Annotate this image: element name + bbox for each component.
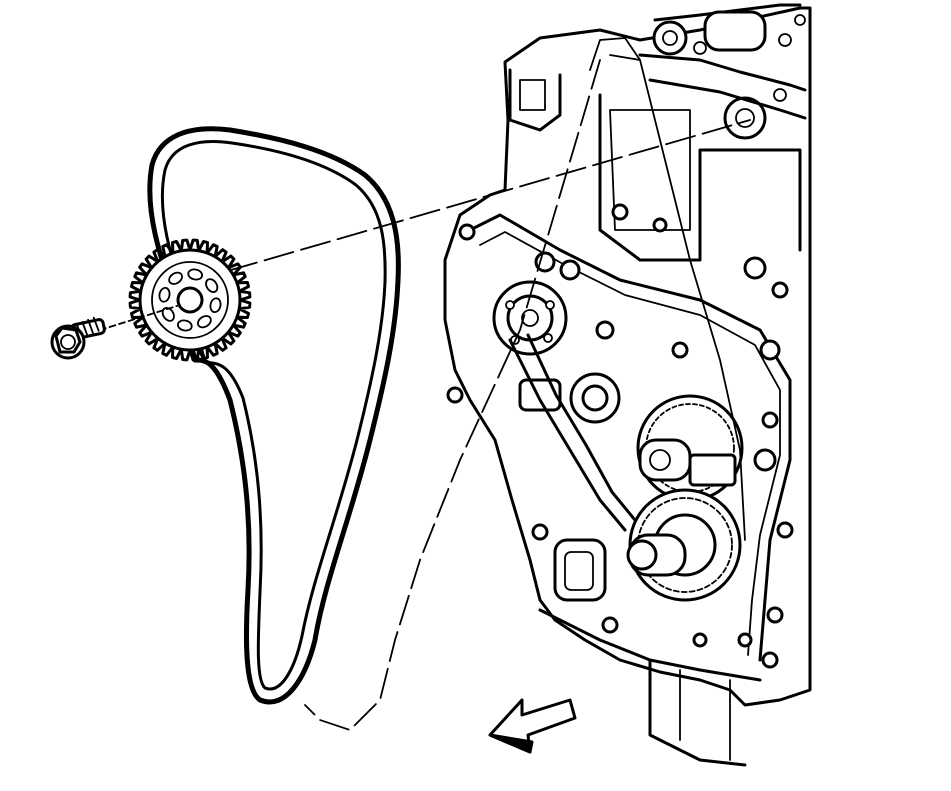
sprocket-hole (197, 315, 212, 329)
direction-arrow-icon (488, 698, 577, 754)
sprocket-hole (158, 286, 171, 303)
camshaft-sprocket (128, 238, 252, 362)
sprocket-holes (158, 268, 222, 332)
sprocket-hole (168, 271, 183, 285)
engine-block (443, 3, 812, 767)
timing-chain (147, 126, 401, 705)
sprocket-hole (205, 278, 219, 293)
sprocket-hole (209, 297, 222, 314)
sprocket-hole (176, 319, 193, 332)
sprocket-hole (187, 268, 204, 281)
alignment-lines (154, 37, 751, 731)
mounting-bolt (50, 304, 181, 360)
sprocket-hole (161, 307, 175, 322)
